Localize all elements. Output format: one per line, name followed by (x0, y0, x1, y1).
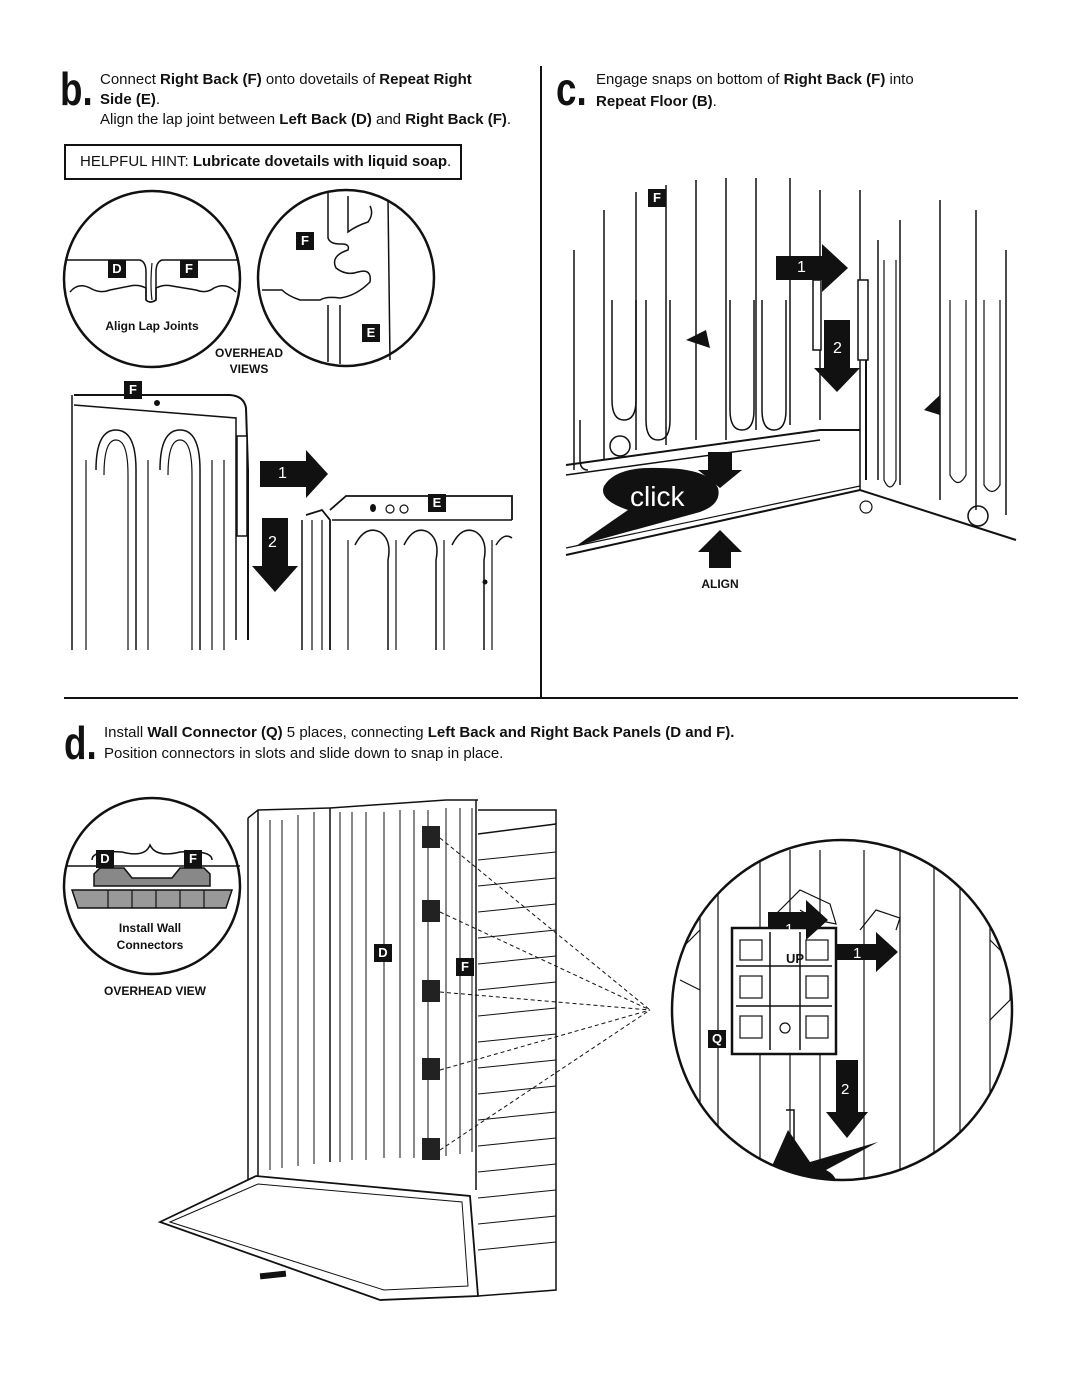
step-b-arrow-1-label: 1 (278, 465, 287, 482)
step-d-line1: Install Wall Connector (Q) 5 places, con… (104, 724, 735, 741)
zoom-arrow-1a-label: 1 (785, 921, 794, 938)
step-c-letter: c. (556, 63, 587, 115)
column-divider (540, 66, 542, 698)
zoom-arrow-1b-label: 1 (853, 945, 862, 962)
step-c-align: ALIGN (701, 577, 739, 591)
step-d-letter: d. (64, 717, 97, 769)
step-c-arrow-1-label: 1 (797, 259, 806, 276)
step-c-line1: Engage snaps on bottom of Right Back (F)… (596, 71, 914, 88)
step-d-circle-label-f: F (184, 850, 202, 868)
circle1-label-d: D (108, 260, 126, 278)
circle1-label-f: F (180, 260, 198, 278)
helpful-hint-text: HELPFUL HINT: Lubricate dovetails with l… (80, 153, 452, 170)
section-divider (64, 697, 1018, 699)
step-b-arrow-2-label: 2 (268, 534, 277, 551)
zoom-label-q: Q (708, 1030, 726, 1048)
shed-label-f: F (456, 958, 474, 976)
install-wall-caption-1: Install Wall (118, 921, 182, 935)
overhead-views-line2: VIEWS (229, 362, 269, 376)
step-c-arrow-2-label: 2 (833, 340, 842, 357)
circle2-label-f: F (296, 232, 314, 250)
step-b-line1: Connect Right Back (F) onto dovetails of… (100, 71, 472, 88)
step-d-line2: Position connectors in slots and slide d… (104, 745, 504, 762)
step-c-click: click (630, 481, 685, 512)
step-c-label-f: F (648, 189, 666, 207)
overhead-views-line1: OVERHEAD (214, 346, 283, 360)
step-b-line3: Align the lap joint between Left Back (D… (100, 111, 512, 128)
shed-label-d: D (374, 944, 392, 962)
step-c-line2: Repeat Floor (B). (596, 93, 717, 110)
step-b-letter: b. (60, 63, 93, 115)
circle2-label-e: E (362, 324, 380, 342)
install-wall-caption-2: Connectors (116, 938, 184, 952)
zoom-arrow-2-label: 2 (841, 1081, 850, 1098)
step-d-circle-label-d: D (96, 850, 114, 868)
helpful-hint-box (64, 144, 462, 180)
align-lap-joints-caption: Align Lap Joints (105, 319, 199, 333)
step-d-overhead-view: OVERHEAD VIEW (103, 984, 206, 998)
zoom-click: click (744, 1168, 795, 1198)
step-b-line2: Side (E). (100, 91, 161, 108)
panel-label-f: F (124, 381, 142, 399)
zoom-up-mark: UP (786, 951, 805, 966)
panel-label-e: E (428, 494, 446, 512)
